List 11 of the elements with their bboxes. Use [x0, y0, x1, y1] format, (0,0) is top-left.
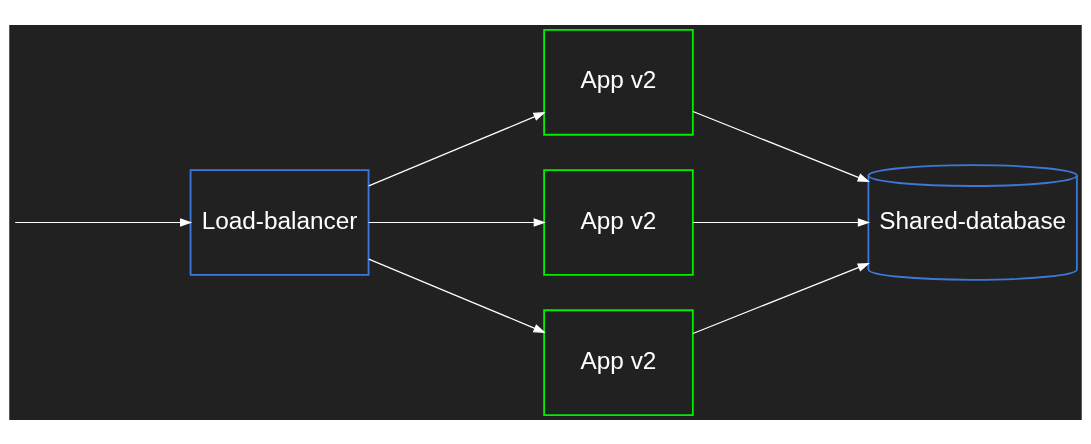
arrow	[692, 217, 871, 227]
arrow	[368, 217, 546, 227]
arrow	[368, 258, 546, 333]
arrow	[14, 217, 193, 227]
arrow	[368, 111, 546, 186]
node-box: Load-balancer	[189, 168, 370, 276]
arrow	[692, 262, 870, 334]
arrow	[692, 110, 870, 182]
node-box: App v2	[543, 168, 694, 276]
node-box: App v2	[543, 308, 694, 416]
node-box: App v2	[543, 28, 694, 136]
